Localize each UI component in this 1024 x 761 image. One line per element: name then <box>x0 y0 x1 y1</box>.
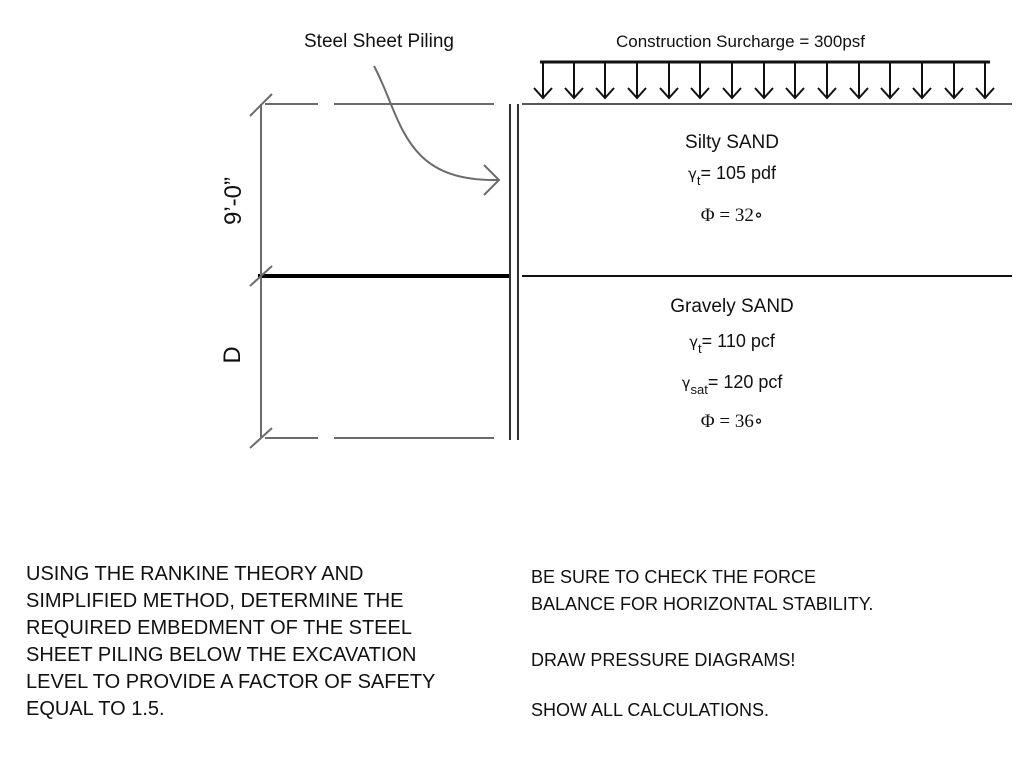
piling-leader-arrow <box>373 65 501 196</box>
layer-1-unit-weight: γt= 105 pdf <box>687 163 777 188</box>
force-balance-note-line-2: BALANCE FOR HORIZONTAL STABILITY. <box>531 594 874 614</box>
surcharge-label: Construction Surcharge = 300psf <box>616 32 866 51</box>
force-balance-note-line-1: BE SURE TO CHECK THE FORCE <box>531 567 817 587</box>
layer-2-saturated-unit-weight: γsat= 120 pcf <box>681 372 783 397</box>
layer-2-unit-weight: γt= 110 pcf <box>689 331 775 356</box>
surcharge-load <box>533 60 995 100</box>
embedment-dimension-label: D <box>219 346 246 364</box>
height-dimension <box>249 93 494 287</box>
gamma-symbol: γ <box>687 165 697 183</box>
layer-1-gamma-value: = 105 pdf <box>700 163 777 183</box>
sheet-piling-label: Steel Sheet Piling <box>304 31 454 52</box>
layer-1-friction-angle: Φ = 32∘ <box>700 205 764 226</box>
layer-2-gamma-t-value: = 110 pcf <box>701 331 775 351</box>
calculations-note: SHOW ALL CALCULATIONS. <box>531 700 770 720</box>
height-dimension-label: 9’-0” <box>220 177 247 226</box>
embedment-dimension <box>249 276 494 449</box>
pressure-diagram-note: DRAW PRESSURE DIAGRAMS! <box>531 650 796 670</box>
gamma-sat-subscript: sat <box>690 382 708 397</box>
layer-2-friction-angle: Φ = 36∘ <box>700 411 764 432</box>
gamma-symbol: γ <box>681 374 691 392</box>
surcharge-arrow-icon <box>533 62 995 100</box>
gamma-symbol: γ <box>689 333 699 351</box>
layer-2-gamma-sat-value: = 120 pcf <box>707 372 783 392</box>
problem-statement: USING THE RANKINE THEORY AND SIMPLIFIED … <box>26 563 436 720</box>
gamma-subscript: t <box>696 173 701 188</box>
gamma-subscript: t <box>698 341 702 356</box>
layer-1-name: Silty SAND <box>685 132 779 153</box>
layer-2-name: Gravely SAND <box>670 296 794 317</box>
sheet-pile-diagram <box>249 60 1012 449</box>
